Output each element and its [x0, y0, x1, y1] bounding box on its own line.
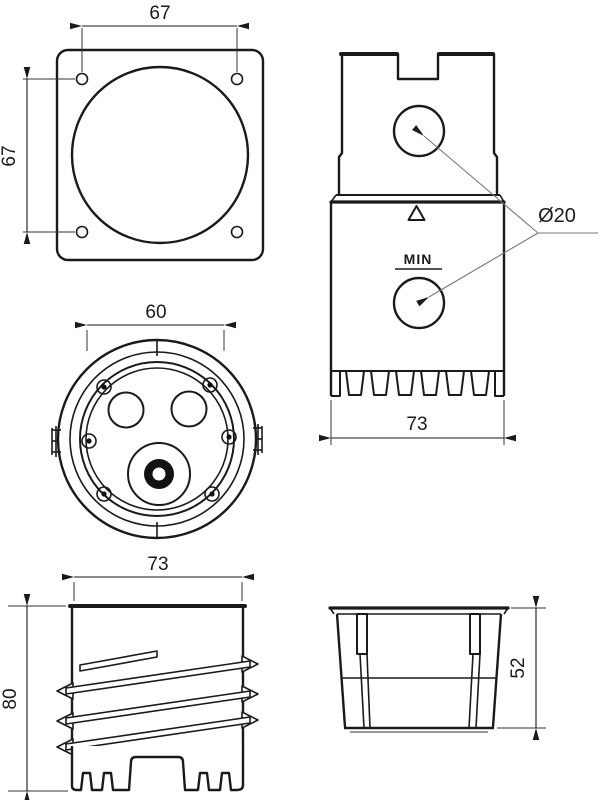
screw-hole: [230, 72, 244, 86]
screw-hole: [75, 72, 89, 86]
knockout-hole-right: [170, 390, 208, 428]
bottom-skirt-feet: [70, 746, 245, 792]
hole-diameter-label: Ø20: [538, 205, 576, 227]
dimension-front-width: 73: [319, 400, 516, 445]
cable-grommet-hole: [152, 467, 166, 481]
claw-rail-left: [356, 613, 371, 729]
triangle-marker: [407, 205, 426, 221]
min-label: MIN: [404, 251, 433, 267]
plate-center-opening: [70, 65, 250, 245]
dimension-plate-height: 67: [0, 67, 75, 244]
screw-threads: [56, 650, 259, 756]
front-view: MIN Ø20 73: [319, 52, 598, 445]
cable-entry-boss: [127, 442, 191, 506]
knockout-hole-left: [107, 391, 145, 429]
dimension-label: 52: [508, 657, 529, 678]
dimension-label: 67: [0, 145, 20, 166]
dimension-label: 60: [145, 302, 166, 323]
upper-body-outline: [337, 52, 499, 195]
fixing-screws: [81, 377, 237, 502]
side-tab-left: [51, 426, 61, 457]
dimension-label: 67: [149, 3, 170, 24]
dimension-label: 73: [406, 414, 427, 435]
upper-knockout-hole: [392, 104, 446, 158]
dimension-threaded-height: 80: [0, 594, 68, 800]
dimension-threaded-width: 73: [62, 554, 254, 601]
cup-right-edge: [491, 613, 503, 728]
mounting-plate-outline: [55, 48, 265, 262]
cup-side-view: 52: [328, 596, 546, 740]
body-ring: [79, 361, 235, 517]
top-plate-view: 67 67: [0, 3, 265, 262]
bottom-circular-view: 60: [51, 302, 263, 540]
dimension-label: 73: [147, 554, 168, 575]
lower-knockout-hole: [392, 276, 446, 330]
claw-rail-right: [468, 613, 481, 729]
dimension-plate-width: 67: [70, 3, 249, 72]
side-tab-right: [253, 424, 263, 455]
hole-diameter-callout: Ø20: [412, 125, 598, 307]
cup-left-edge: [335, 613, 347, 728]
dimension-label: 80: [0, 688, 21, 709]
threaded-side-view: 73 80: [0, 554, 259, 800]
serrated-edge: [331, 370, 504, 397]
screw-hole: [75, 225, 89, 239]
screw-hole: [230, 225, 244, 239]
dimension-circular-width: 60: [75, 302, 236, 351]
dimension-cup-height: 52: [497, 596, 546, 740]
